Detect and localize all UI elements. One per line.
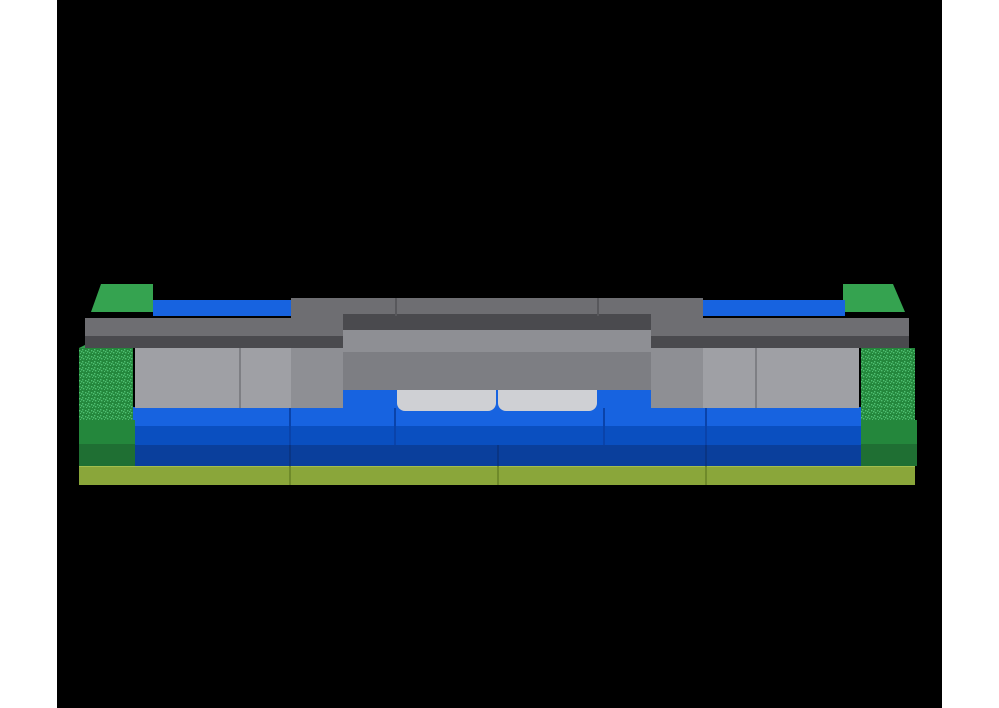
left-green-block-2 [79,444,135,466]
render-viewport [57,0,942,708]
blue-lower-seam-2 [497,444,499,466]
blue-upper-layer-front [133,425,861,445]
center-recess-back [343,352,651,390]
base-seam-2 [497,465,499,485]
gray-block-left-seam [239,346,241,408]
center-upper-seam-left [395,298,397,316]
center-upper-seam-right [597,298,599,316]
left-green-block-1 [79,420,135,444]
blue-upper-seam-3 [603,407,605,445]
right-green-block-1 [861,420,917,444]
center-upper-front [343,314,651,330]
center-lower-face [343,330,651,352]
blue-lower-seam-3 [705,444,707,466]
brick-structure-render [79,284,917,485]
blue-upper-seam-2 [394,407,396,445]
gray-block-right [703,346,859,408]
blue-center-raised [343,390,651,408]
base-seam-3 [705,465,707,485]
base-seam-1 [289,465,291,485]
blue-upper-seam-4 [705,407,707,445]
gray-block-right-seam [755,346,757,408]
gray-block-left [135,346,291,408]
blue-lower-seam-1 [289,444,291,466]
blue-upper-seam-1 [289,407,291,445]
gray-pillar-left [291,346,343,408]
right-green-block-2 [861,444,917,466]
right-green-cap [843,284,905,312]
blue-back-strip-left [153,300,293,316]
right-green-speckled-face [861,348,915,420]
blue-upper-layer-top [133,407,861,426]
blue-back-strip-right [697,300,845,316]
left-green-cap [91,284,153,312]
gray-pillar-right [651,346,703,408]
left-green-speckled-face [79,348,133,420]
